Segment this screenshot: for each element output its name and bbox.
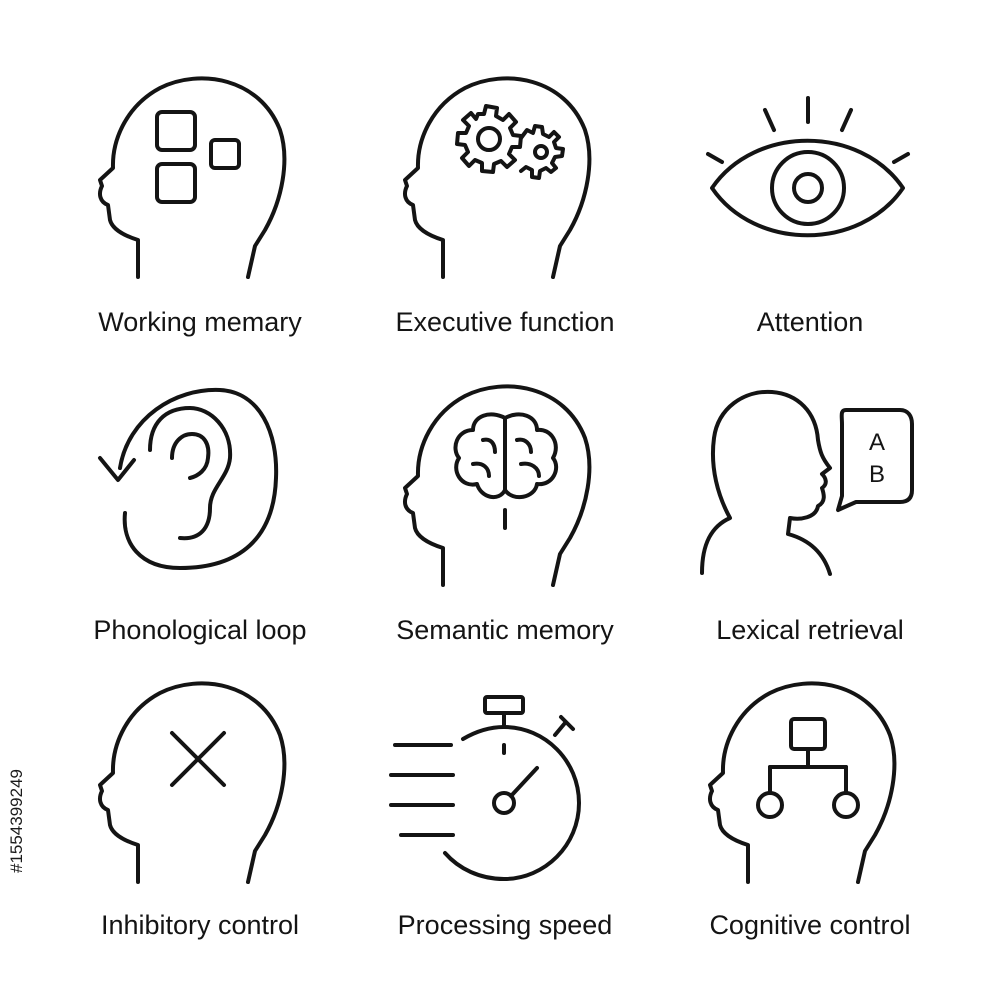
icon-tile-phonological-loop: Phonological loop [50, 378, 350, 678]
eye-icon [660, 70, 960, 290]
caption-cognitive-control: Cognitive control [709, 910, 911, 940]
caption-processing-speed: Processing speed [397, 910, 613, 940]
icon-tile-working-memory: Working memary [50, 70, 350, 370]
caption-executive-function: Executive function [395, 307, 615, 337]
bubble-letter-b: B [869, 461, 885, 488]
icon-tile-inhibitory-control: Inhibitory control [50, 675, 350, 975]
speaker-bubble-icon: A B [660, 378, 960, 598]
caption-semantic-memory: Semantic memory [396, 615, 614, 645]
caption-inhibitory-control: Inhibitory control [100, 910, 300, 940]
head-cross-icon [50, 675, 350, 895]
caption-attention: Attention [756, 307, 864, 337]
icon-tile-attention: Attention [660, 70, 960, 370]
head-brain-icon [355, 378, 655, 598]
head-blocks-icon [50, 70, 350, 290]
head-gears-icon [355, 70, 655, 290]
stock-id-label: #1554399249 [7, 769, 26, 874]
caption-lexical-retrieval: Lexical retrieval [716, 615, 904, 645]
icon-tile-lexical-retrieval: A B Lexical retrieval [660, 378, 960, 678]
ear-loop-icon [50, 378, 350, 598]
icon-tile-semantic-memory: Semantic memory [355, 378, 655, 678]
stopwatch-speed-icon [355, 675, 655, 895]
head-hierarchy-icon [660, 675, 960, 895]
bubble-letter-a: A [869, 429, 885, 456]
icon-tile-cognitive-control: Cognitive control [660, 675, 960, 975]
caption-phonological-loop: Phonological loop [93, 615, 307, 645]
caption-working-memory: Working memary [98, 307, 302, 337]
icon-tile-executive-function: Executive function [355, 70, 655, 370]
icon-tile-processing-speed: Processing speed [355, 675, 655, 975]
